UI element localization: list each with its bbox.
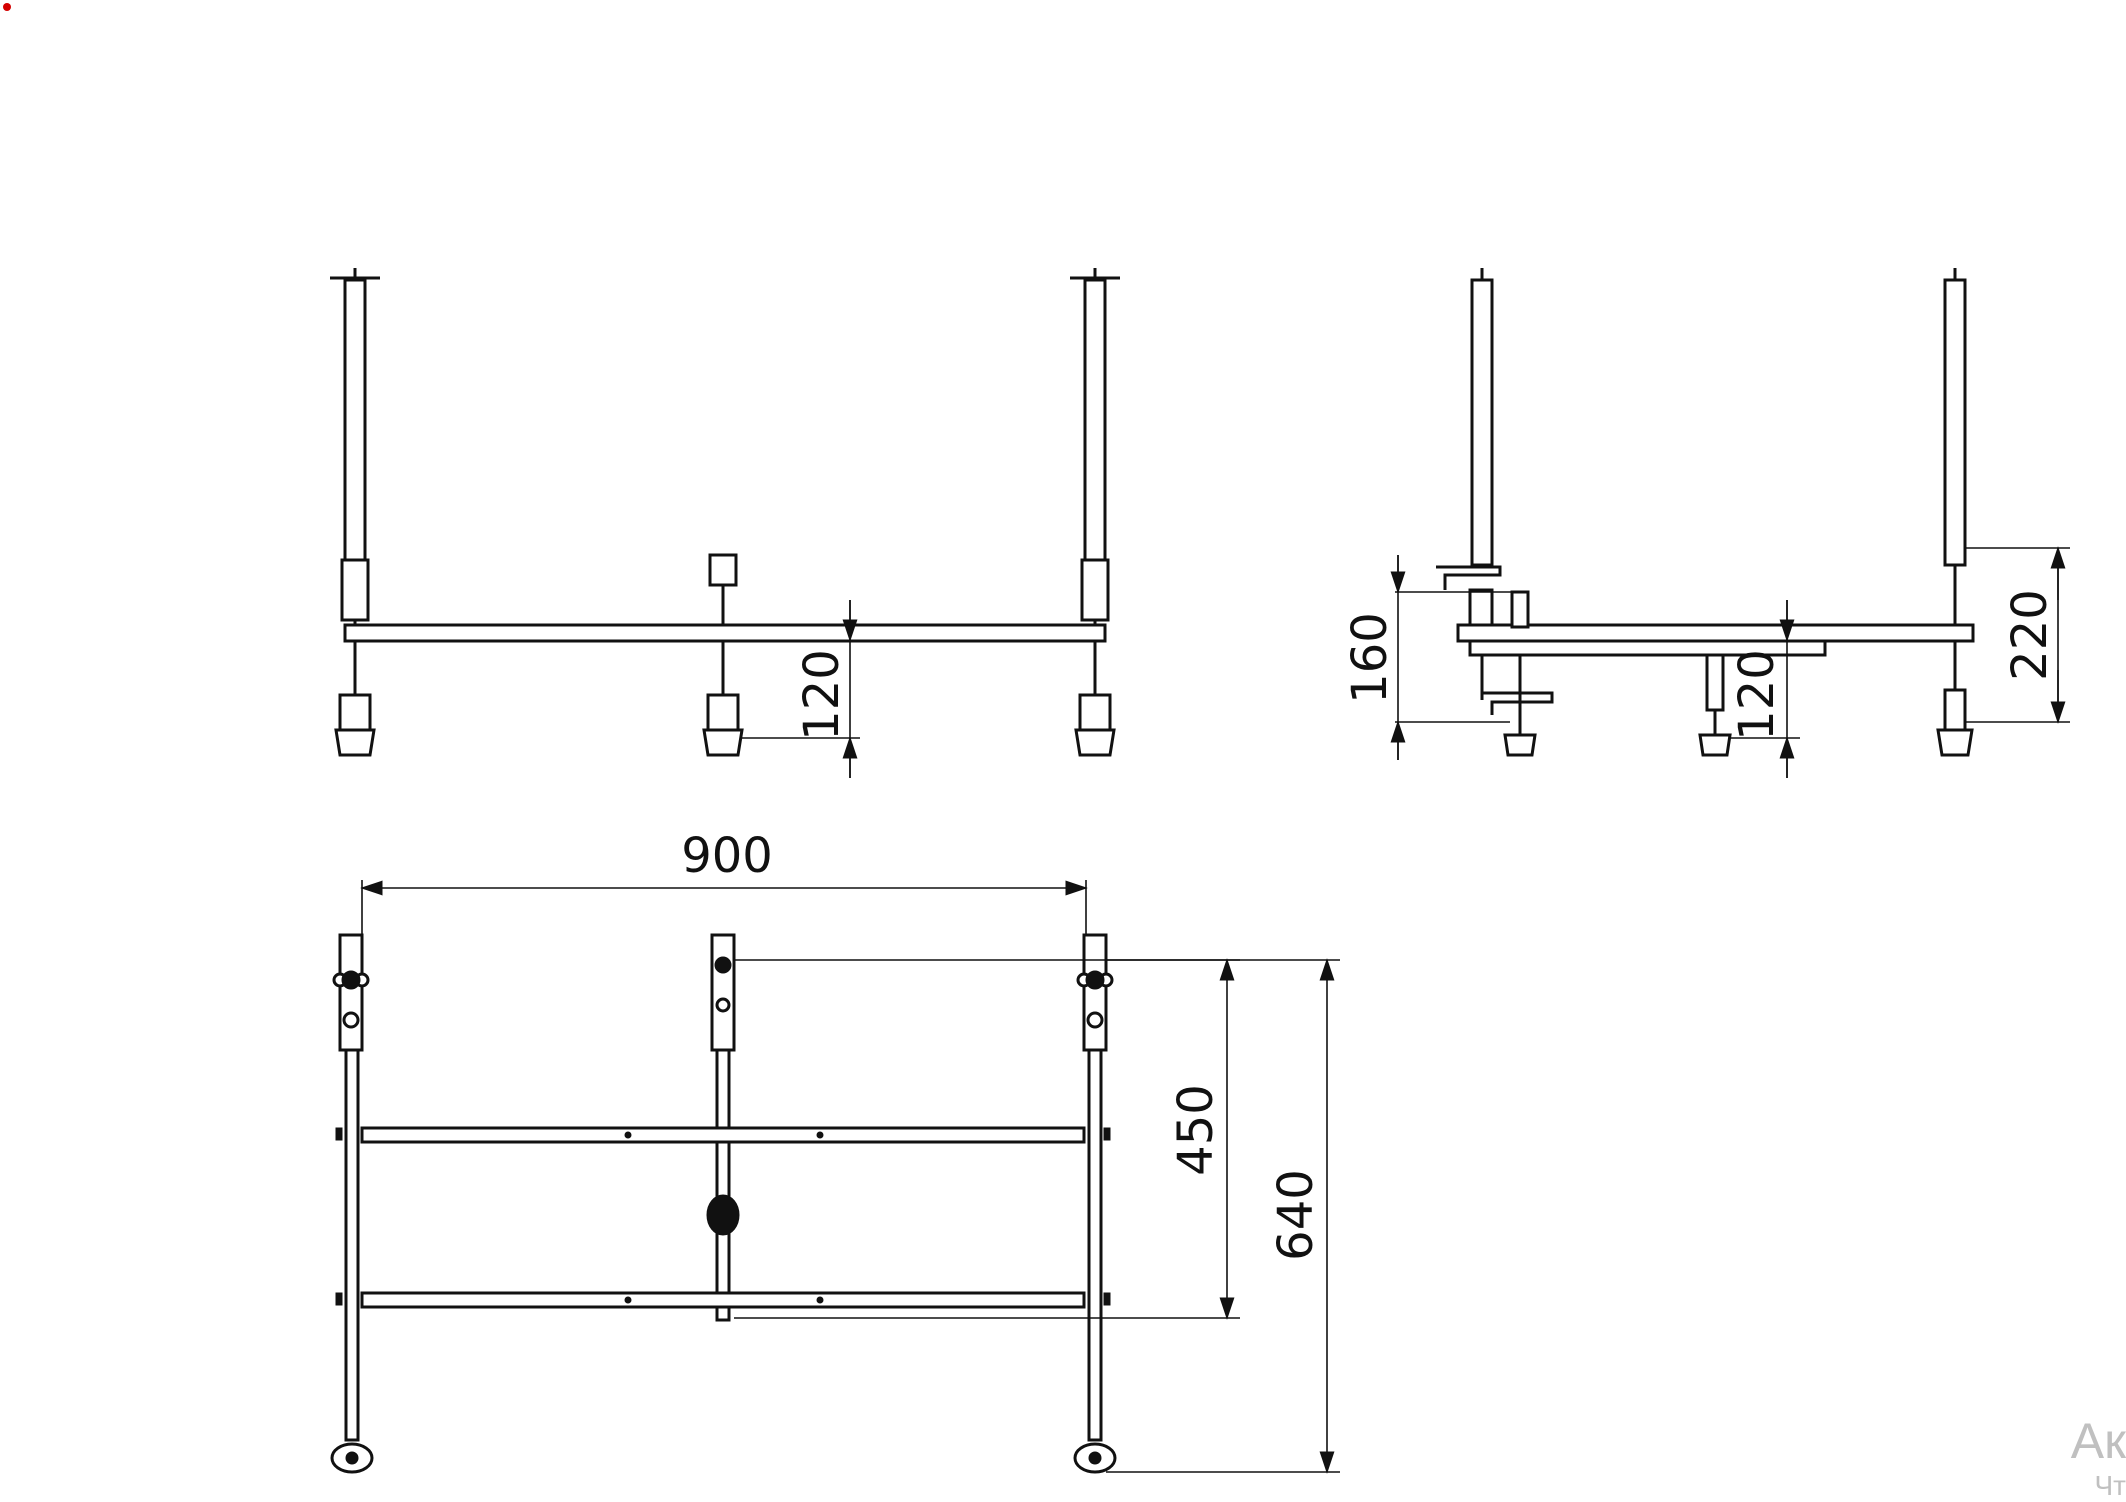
top-view: 900 450 640	[332, 828, 1340, 1472]
side-view: 160 120 220	[1342, 268, 2070, 778]
dim-side-120: 120	[1729, 649, 1785, 741]
top-rail-left	[332, 935, 372, 1472]
top-dimension-640: 640	[1106, 960, 1340, 1472]
front-leg-right	[1070, 268, 1120, 755]
dim-top-450: 450	[1168, 1084, 1224, 1176]
dim-top-640: 640	[1268, 1169, 1324, 1261]
front-crossbar	[345, 625, 1105, 641]
dim-side-220: 220	[2002, 589, 2058, 681]
watermark-text-line1: Ак	[2071, 1412, 2126, 1470]
side-adjuster-middle	[1700, 655, 1730, 755]
side-post-left	[1436, 268, 1500, 662]
side-post-right	[1938, 268, 1972, 755]
top-crossbar-lower	[362, 1293, 1084, 1307]
top-rail-right	[1075, 935, 1115, 1472]
top-dimension-900: 900	[362, 828, 1086, 935]
watermark-text-line2: Чт	[2095, 1470, 2126, 1502]
front-leg-left	[330, 268, 380, 755]
dim-side-160: 160	[1342, 612, 1398, 704]
dim-top-900: 900	[681, 828, 773, 884]
side-dimension-160: 160	[1342, 555, 1520, 760]
top-crossbar-upper	[362, 1128, 1084, 1142]
side-beam-upper	[1458, 625, 1973, 641]
dim-front-120: 120	[794, 649, 850, 741]
front-leg-middle	[704, 555, 742, 755]
side-dimension-220: 220	[1965, 548, 2070, 722]
front-view: 120	[330, 268, 1120, 778]
